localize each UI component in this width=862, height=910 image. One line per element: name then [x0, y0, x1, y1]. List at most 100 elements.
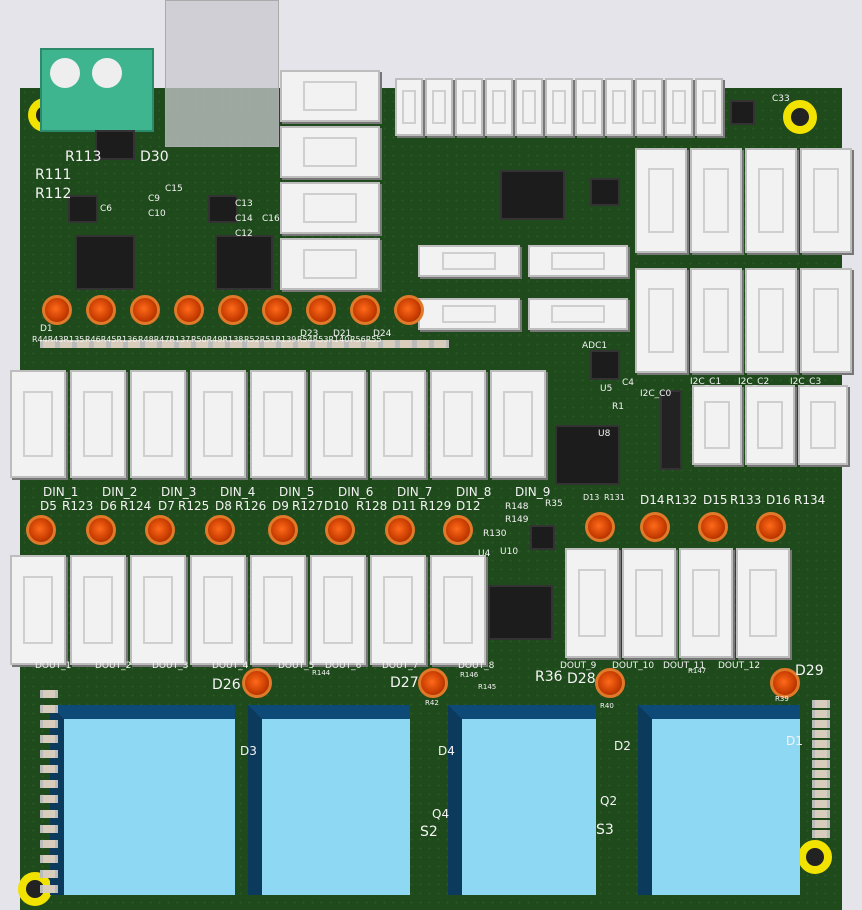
connector — [800, 268, 852, 373]
led — [42, 295, 72, 325]
led — [385, 515, 415, 545]
silk-label: I2C_C1 — [690, 377, 722, 387]
smd-resistor — [812, 780, 830, 788]
smd-resistor — [40, 750, 58, 758]
led — [350, 295, 380, 325]
dout-label: DOUT_12 — [718, 661, 761, 671]
smd-resistor — [295, 340, 313, 348]
smd-resistor — [40, 840, 58, 848]
connector — [280, 238, 380, 290]
connector — [745, 268, 797, 373]
smd-resistor — [91, 340, 109, 348]
silk-label: D1 — [786, 734, 803, 748]
smd-resistor — [812, 750, 830, 758]
mounting-hole — [783, 100, 817, 134]
silk-label: R123 — [62, 499, 94, 513]
smd-resistor — [210, 340, 228, 348]
led — [145, 515, 175, 545]
silk-label: D24 — [373, 329, 392, 339]
silk-label: U5 — [600, 384, 613, 394]
smd-resistor — [57, 340, 75, 348]
connector — [190, 370, 246, 478]
connector — [425, 78, 453, 136]
smd-resistor — [142, 340, 160, 348]
connector — [692, 385, 742, 465]
smd-resistor — [40, 690, 58, 698]
silk-label: D7 — [158, 499, 175, 513]
silk-label: C33 — [772, 94, 790, 104]
led — [86, 515, 116, 545]
connector — [528, 245, 628, 277]
silk-label: D11 — [392, 499, 417, 513]
smd-resistor — [431, 340, 449, 348]
silk-label: R42 — [425, 699, 439, 707]
smd-resistor — [812, 770, 830, 778]
connector — [190, 555, 246, 665]
silk-label: C16 — [262, 214, 280, 224]
smd-resistor — [812, 760, 830, 768]
smd-resistor — [414, 340, 432, 348]
led — [86, 295, 116, 325]
dout-label: DOUT_10 — [612, 661, 655, 671]
connector — [430, 555, 486, 665]
dout-label: DOUT_11 — [663, 661, 706, 671]
smd-resistor — [812, 710, 830, 718]
silk-label: R56R55 — [350, 335, 382, 344]
silk-label: R146 — [460, 671, 479, 679]
silk-label: C9 — [148, 194, 161, 204]
silk-label: I2C_C3 — [790, 377, 822, 387]
connector — [665, 78, 693, 136]
smd-resistor — [40, 885, 58, 893]
ic-chip — [68, 195, 98, 223]
smd-resistor — [108, 340, 126, 348]
smd-resistor — [74, 340, 92, 348]
led — [770, 668, 800, 698]
silk-label: D9 — [272, 499, 289, 513]
silk-label: R40 — [600, 702, 614, 710]
silk-label: D23 — [300, 329, 319, 339]
connector — [455, 78, 483, 136]
connector — [70, 370, 126, 478]
silk-label: R36 — [535, 669, 563, 685]
smd-resistor — [812, 700, 830, 708]
connector — [490, 370, 546, 478]
silk-label: D12 — [456, 499, 481, 513]
silk-label: D10 — [324, 499, 349, 513]
ic-chip — [530, 525, 555, 550]
dout-label: DOUT_2 — [95, 661, 132, 671]
silk-label: R132 — [666, 493, 698, 507]
connector — [418, 298, 520, 330]
smd-resistor — [812, 830, 830, 838]
ic-chip — [500, 170, 565, 220]
connector — [745, 385, 795, 465]
led — [640, 512, 670, 542]
silk-label: R149 — [505, 515, 529, 525]
pin-header — [660, 390, 682, 470]
silk-label: Q4 — [432, 807, 450, 821]
led — [418, 668, 448, 698]
led — [262, 295, 292, 325]
silk-label: R148 — [505, 502, 529, 512]
din-label: DIN_7 — [397, 485, 433, 499]
connector — [430, 370, 486, 478]
dout-label: DOUT_3 — [152, 661, 189, 671]
led — [756, 512, 786, 542]
ic-chip — [215, 235, 273, 290]
silk-label: R113 — [65, 149, 102, 165]
silk-label: D1 — [40, 324, 53, 334]
ic-chip — [488, 585, 553, 640]
connector — [798, 385, 848, 465]
led — [242, 668, 272, 698]
led — [218, 295, 248, 325]
smd-resistor — [40, 810, 58, 818]
silk-label: R48R47R137 — [138, 335, 191, 344]
connector — [736, 548, 790, 658]
dout-label: DOUT_8 — [458, 661, 495, 671]
connector — [130, 555, 186, 665]
smd-resistor — [40, 780, 58, 788]
smd-resistor — [227, 340, 245, 348]
connector — [745, 148, 797, 253]
din-label: DIN_2 — [102, 485, 138, 499]
silk-label: C13 — [235, 199, 253, 209]
smd-resistor — [397, 340, 415, 348]
